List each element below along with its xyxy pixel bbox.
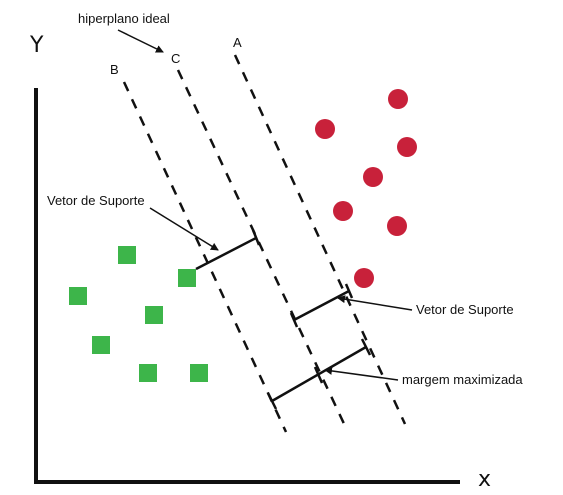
hyperplane-b-label: B [110,62,119,77]
data-point-square [69,287,87,305]
data-point-square [190,364,208,382]
data-point-circle [333,201,353,221]
max-margin-label: margem maximizada [402,372,523,387]
y-axis-label: Y [29,33,44,58]
data-point-circle [388,89,408,109]
data-point-square [145,306,163,324]
hyperplane-b [122,81,288,433]
data-point-square [92,336,110,354]
hyperplane-a [233,54,407,425]
class-circles [315,89,417,288]
data-point-circle [397,137,417,157]
ideal-hyperplane-arrow [117,29,164,53]
hyperplane-a-label: A [233,35,242,50]
support-vector-segment-right [293,289,350,322]
data-point-circle [354,268,374,288]
data-point-circle [315,119,335,139]
data-point-square [139,364,157,382]
data-point-circle [363,167,383,187]
support-vector-segment-left [195,236,257,271]
max-margin-tick-right [360,338,372,356]
support-vector-tick-left [251,229,261,246]
x-axis-label: x [478,467,491,492]
max-margin-tick-mid [313,366,324,384]
support-vector-tick-right-b [344,283,354,299]
ideal-hyperplane-label: hiperplano ideal [78,11,170,26]
support-vector-arrow-left [149,207,219,251]
max-margin-tick-left [266,392,278,410]
class-squares [69,246,208,382]
data-point-square [118,246,136,264]
hyperplane-c-label: C [171,51,180,66]
support-vector-arrow-right [337,295,413,311]
data-point-circle [387,216,407,236]
data-point-square [178,269,196,287]
max-margin-arrow [324,366,399,381]
support-vector-label-left: Vetor de Suporte [47,193,145,208]
support-vector-label-right: Vetor de Suporte [416,302,514,317]
hyperplane-c [176,69,348,429]
support-vector-tick-right-a [289,312,299,328]
